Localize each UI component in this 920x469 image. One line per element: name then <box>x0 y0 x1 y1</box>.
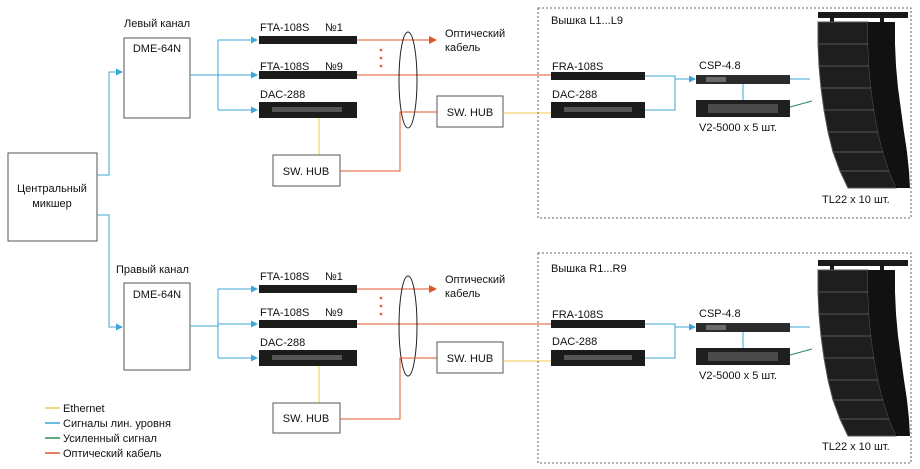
right-continuation-dot <box>379 296 383 300</box>
left-dac-panel <box>272 107 342 112</box>
right-tower-dac-label: DAC-288 <box>552 336 597 348</box>
right-fta1-number: №1 <box>325 271 343 283</box>
right-optic-label-1: Оптический <box>445 274 505 286</box>
right-dme-box <box>123 282 191 371</box>
right-continuation-dot <box>379 312 383 316</box>
left-csp-label: CSP-4.8 <box>699 60 741 72</box>
right-amp-label: V2-5000 x 5 шт. <box>699 370 777 382</box>
right-dme-label: DME-64N <box>133 289 181 301</box>
right-hub1-box <box>272 402 341 434</box>
left-optic-label-1: Оптический <box>445 28 505 40</box>
left-hub1-label: SW. HUB <box>283 166 329 178</box>
right-tower-dac-panel <box>564 355 632 360</box>
right-channel-label: Правый канал <box>116 264 189 276</box>
left-hub1-optic-line <box>340 111 437 172</box>
left-csp-display <box>706 77 726 82</box>
right-hub1-label: SW. HUB <box>283 413 329 425</box>
right-csp-device <box>696 323 790 332</box>
left-continuation-dot <box>379 48 383 52</box>
left-continuation-dot <box>379 64 383 68</box>
right-fra-device <box>551 320 645 328</box>
left-amp-panel <box>708 104 778 113</box>
right-dac-panel <box>272 355 342 360</box>
central-mixer-box <box>7 152 98 242</box>
right-optic-bundle <box>398 275 418 377</box>
legend-ethernet-label: Ethernet <box>63 403 105 415</box>
right-section: Правый канал DME-64N FTA-108S №1 FTA-108… <box>116 252 912 464</box>
right-tower-label: Вышка R1...R9 <box>551 263 627 275</box>
right-tower-frame <box>537 252 912 464</box>
right-fra-label: FRA-108S <box>552 309 603 321</box>
left-dac-label: DAC-288 <box>260 89 305 101</box>
left-dac-to-csp-line <box>645 79 676 111</box>
left-amp-to-speaker-line <box>789 100 813 108</box>
legend-line-level-label: Сигналы лин. уровня <box>63 418 171 430</box>
central-mixer-label-1: Центральный <box>17 183 87 195</box>
right-fta9-label: FTA-108S <box>260 307 309 319</box>
left-fra-label: FRA-108S <box>552 61 603 73</box>
left-tower-dac-label: DAC-288 <box>552 89 597 101</box>
right-dac-label: DAC-288 <box>260 337 305 349</box>
left-fra-device <box>551 72 645 80</box>
right-line-array-speaker <box>817 260 910 437</box>
left-speaker-label: TL22 x 10 шт. <box>822 194 890 206</box>
right-amp-panel <box>708 352 778 361</box>
left-dme-box <box>123 37 191 119</box>
right-hub2-label: SW. HUB <box>447 353 493 365</box>
right-fra-to-csp-line <box>645 323 696 331</box>
left-hub2-label: SW. HUB <box>447 107 493 119</box>
legend-optic-label: Оптический кабель <box>63 448 162 460</box>
legend-amplified-label: Усиленный сигнал <box>63 433 157 445</box>
right-fta1-label: FTA-108S <box>260 271 309 283</box>
left-optic-label-2: кабель <box>445 42 481 54</box>
left-dme-label: DME-64N <box>133 43 181 55</box>
left-csp-device <box>696 75 790 84</box>
left-amp-label: V2-5000 x 5 шт. <box>699 122 777 134</box>
right-fta9-number: №9 <box>325 307 343 319</box>
right-hub1-optic-line <box>340 357 437 420</box>
right-csp-display <box>706 325 726 330</box>
right-fta9-device <box>259 320 357 328</box>
left-hub2-box <box>436 95 504 128</box>
left-optic-bundle <box>398 31 418 129</box>
left-fta1-number: №1 <box>325 22 343 34</box>
left-fta1-label: FTA-108S <box>260 22 309 34</box>
left-continuation-dot <box>379 56 383 60</box>
left-tower-frame <box>537 7 912 219</box>
left-fta9-device <box>259 71 357 79</box>
left-fta1-device <box>259 36 357 44</box>
left-fta9-label: FTA-108S <box>260 61 309 73</box>
left-tower-label: Вышка L1...L9 <box>551 15 623 27</box>
left-fra-to-csp-line <box>645 75 696 83</box>
right-optic-label-2: кабель <box>445 288 481 300</box>
left-fta9-number: №9 <box>325 61 343 73</box>
right-dac-to-csp-line <box>645 327 676 359</box>
right-amp-to-speaker-line <box>789 348 813 356</box>
right-fta1-device <box>259 285 357 293</box>
right-speaker-label: TL22 x 10 шт. <box>822 441 890 453</box>
left-channel-label: Левый канал <box>124 18 190 30</box>
left-line-array-speaker <box>817 12 910 189</box>
right-hub2-box <box>436 341 504 374</box>
mixer-to-left-dme-line <box>97 68 123 176</box>
legend: Ethernet Сигналы лин. уровня Усиленный с… <box>45 403 171 460</box>
right-continuation-dot <box>379 304 383 308</box>
central-mixer-label-2: микшер <box>32 198 72 210</box>
left-section: Левый канал DME-64N FTA-108S №1 FTA-108S… <box>123 7 912 219</box>
mixer-to-right-dme-line <box>97 214 123 331</box>
right-csp-label: CSP-4.8 <box>699 308 741 320</box>
left-tower-dac-panel <box>564 107 632 112</box>
